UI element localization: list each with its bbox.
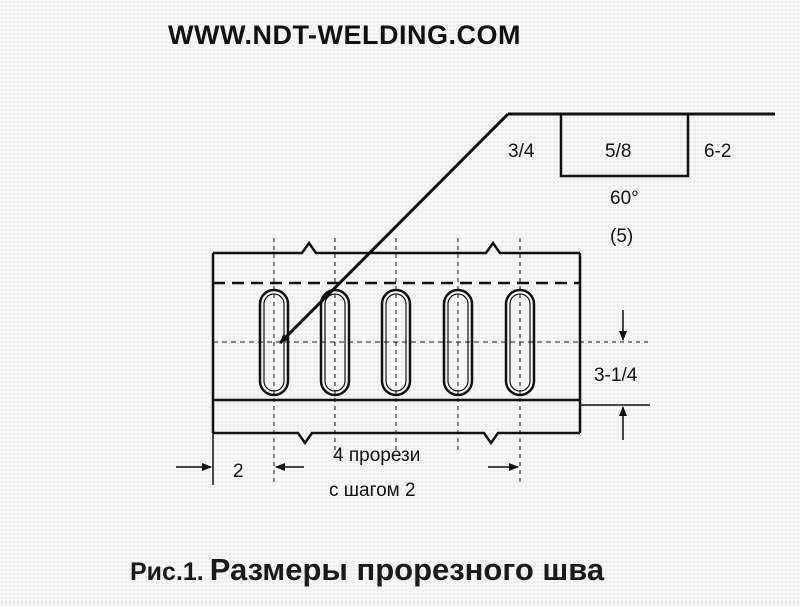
slots-pitch-label: с шагом 2 [329,480,416,501]
height-label: 3-1/4 [594,365,638,386]
figure-caption: Рис.1.Размеры прорезного шва [130,552,604,588]
leader-arrow [278,112,510,345]
plate-top-edge [213,240,580,255]
slot-5 [504,288,536,397]
slot-1 [258,288,290,397]
height-dimension: 3-1/4 [580,310,650,440]
edge-distance-dimension: 2 [176,433,304,485]
weld-symbol: 3/4 5/8 6-2 60° (5) [278,112,775,345]
website-header: WWW.NDT-WELDING.COM [168,20,521,50]
slots [258,288,536,397]
edge-distance-label: 2 [233,461,244,482]
arrow-side-size-label: 3/4 [508,141,535,162]
plate-bottom-edge [213,431,580,446]
count-label: (5) [610,226,633,247]
pitch-dimension: 4 прорези с шагом 2 [329,445,519,501]
slots-count-label: 4 прорези [333,445,420,466]
angle-label: 60° [610,188,639,209]
figure-title: Размеры прорезного шва [209,552,605,587]
slot-axes [273,238,521,485]
fill-depth-label: 5/8 [605,141,631,162]
slot-2 [319,288,351,397]
figure-number: Рис.1. [130,558,204,586]
slot-3 [380,288,412,397]
slot-weld-symbol-box [559,112,690,178]
slot-4 [442,288,474,397]
length-pitch-label: 6-2 [704,141,731,162]
